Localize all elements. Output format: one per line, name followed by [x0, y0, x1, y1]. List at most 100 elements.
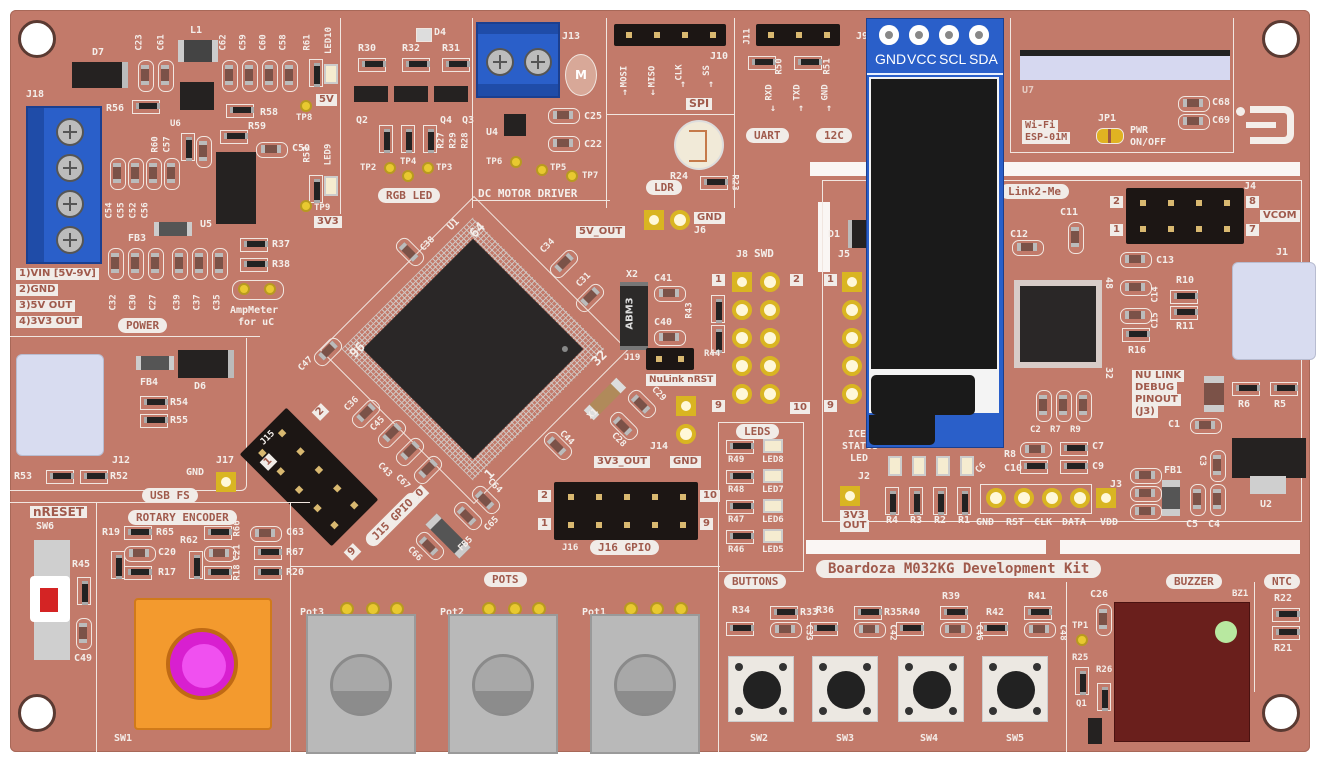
res-r54: [140, 396, 168, 410]
pot-knob[interactable]: [330, 654, 392, 716]
c52-label: C52: [128, 202, 139, 219]
motor-screw-1[interactable]: [486, 48, 514, 76]
tactile-button[interactable]: [728, 656, 794, 722]
screw-4[interactable]: [56, 226, 84, 254]
cap-c30: [128, 248, 144, 280]
vcom-header-j4[interactable]: [1126, 188, 1244, 244]
tp1[interactable]: [1076, 634, 1088, 646]
cap-c14: [1120, 280, 1152, 296]
jp1-label: JP1: [1098, 113, 1117, 124]
tactile-button[interactable]: [982, 656, 1048, 722]
cap-c60: [262, 60, 278, 92]
u4-label: U4: [486, 127, 499, 138]
rotary-encoder-sw1[interactable]: [134, 598, 272, 730]
encoder-knob[interactable]: [166, 628, 238, 700]
pcb-board: D7 L1 U5 C23 C61 C62 C59 C60 C58 R61 LED…: [10, 10, 1316, 754]
cap-c27: [148, 248, 164, 280]
jp1-power-jumper[interactable]: [1096, 128, 1124, 144]
res-r37: [240, 238, 268, 252]
c3-label: C3: [1196, 455, 1207, 466]
sw4-label: SW4: [920, 733, 939, 744]
j6-label: J6: [694, 225, 707, 236]
uart-header-j11[interactable]: [756, 24, 840, 46]
pot-knob[interactable]: [472, 654, 534, 716]
oled-pin-vcc[interactable]: [909, 25, 929, 45]
r1-label: R1: [958, 515, 971, 526]
r46-label: R46: [728, 545, 745, 555]
spi-section-label: SPI: [686, 98, 713, 110]
reset-switch-sw6[interactable]: [30, 540, 70, 660]
j6-pad-1[interactable]: [644, 210, 664, 230]
tp9-label: TP9: [314, 203, 331, 213]
j14-pad-1[interactable]: [676, 396, 696, 416]
tp3[interactable]: [422, 162, 434, 174]
j16-gpio-label: J16 GPIO: [590, 540, 659, 555]
tp4[interactable]: [402, 170, 414, 182]
nulink-mcu-pin-32: 32: [1103, 366, 1115, 380]
gpio-header-j16[interactable]: [554, 482, 698, 540]
tp7[interactable]: [566, 170, 578, 182]
boardoza-logo: [1236, 106, 1294, 144]
potentiometer[interactable]: [306, 614, 416, 754]
res-r29: [401, 125, 415, 153]
j17-gnd-pad[interactable]: [216, 472, 236, 492]
motor-terminal-j13[interactable]: [476, 22, 560, 98]
c35-label: C35: [212, 294, 223, 311]
j12-label: J12: [112, 455, 131, 466]
potentiometer[interactable]: [590, 614, 700, 754]
nrst-header-j19[interactable]: [646, 348, 694, 370]
res-r34: [726, 622, 754, 636]
res-r46: [726, 530, 754, 544]
crystal-marking: ABM3: [624, 297, 636, 330]
ferrite-fb4: [136, 356, 174, 370]
reset-button-red[interactable]: [40, 588, 58, 612]
pot-knob[interactable]: [614, 654, 676, 716]
res-r41: [1024, 606, 1052, 620]
nulink-usb-c-j1[interactable]: [1232, 262, 1316, 360]
c22-label: C22: [584, 139, 603, 150]
tp9[interactable]: [300, 200, 312, 212]
ampmeter-pad-1[interactable]: [238, 283, 250, 295]
tactile-button[interactable]: [812, 656, 878, 722]
r8-label: C9: [1092, 461, 1105, 472]
potentiometer[interactable]: [448, 614, 558, 754]
cap-c49: [76, 618, 92, 650]
mounting-hole-bottom-right: [1262, 694, 1300, 732]
j2-pad[interactable]: [840, 486, 860, 506]
cap-c32: [108, 248, 124, 280]
j6-pad-2[interactable]: [670, 210, 690, 230]
power-section-label: POWER: [118, 318, 168, 333]
usb-fs-outline: [10, 338, 247, 491]
motor-screw-2[interactable]: [524, 48, 552, 76]
ampmeter-pad-2[interactable]: [264, 283, 276, 295]
r53-label: R53: [14, 471, 33, 482]
screw-2[interactable]: [56, 154, 84, 182]
tp2[interactable]: [384, 162, 396, 174]
debug-pinout-line3: PINOUT: [1132, 394, 1181, 406]
oled-pin-gnd[interactable]: [879, 25, 899, 45]
usb-c-j12[interactable]: [16, 354, 104, 456]
c61-label: C61: [156, 34, 167, 51]
buzzer-bz1[interactable]: [1114, 602, 1250, 742]
q1-label: Q1: [1076, 699, 1087, 709]
tactile-button[interactable]: [898, 656, 964, 722]
out3v3-label: 3V3_OUT: [594, 456, 651, 468]
screw-1[interactable]: [56, 118, 84, 146]
power-terminal-j18[interactable]: [26, 106, 102, 264]
oled-pin-scl[interactable]: [939, 25, 959, 45]
res-r60: [181, 133, 195, 161]
tp8[interactable]: [300, 100, 312, 112]
cap-c2: [1020, 442, 1052, 458]
tp6[interactable]: [510, 156, 522, 168]
j15-pin-9: 9: [343, 543, 362, 561]
tp5[interactable]: [536, 164, 548, 176]
transistor-q4: [394, 86, 428, 102]
oled-pin-sda[interactable]: [969, 25, 989, 45]
c13-label: C13: [1156, 255, 1175, 266]
screw-3[interactable]: [56, 190, 84, 218]
j16-pin-2: 2: [538, 490, 551, 502]
cap-c3: [1210, 450, 1226, 482]
pots-section-label: POTS: [484, 572, 527, 587]
j14-pad-2[interactable]: [676, 424, 696, 444]
spi-header-j10[interactable]: [614, 24, 726, 46]
